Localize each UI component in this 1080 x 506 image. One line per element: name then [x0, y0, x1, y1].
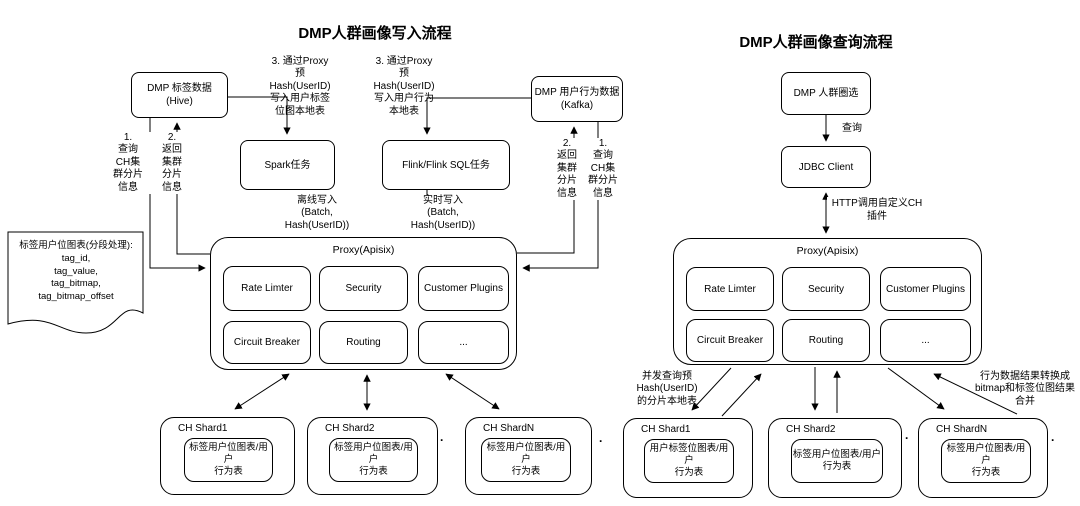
kafka-node: DMP 用户行为数据 (Kafka) [531, 76, 623, 122]
edge-shard1-proxy-query-up [721, 373, 762, 417]
tag-bitmap-note: 标签用户位图表(分段处理): tag_id, tag_value, tag_bi… [19, 240, 133, 303]
shard-name: CH Shard1 [641, 424, 691, 435]
shard-table: 标签用户位图表/用户 行为表 [184, 438, 273, 482]
plugin-customer-plugins-write: Customer Plugins [418, 266, 509, 311]
shard-table: 标签用户位图表/用户 行为表 [941, 439, 1031, 483]
label-realtime-write: 实时写入 (Batch, Hash(UserID)) [403, 195, 483, 233]
shard-table: 标签用户位图表/用户 行为表 [481, 438, 571, 482]
ch-shardn-write: CH ShardN 标签用户位图表/用户 行为表 [465, 417, 592, 495]
ch-shardn-query: CH ShardN 标签用户位图表/用户 行为表 [918, 418, 1048, 498]
shard-name: CH Shard1 [178, 423, 228, 434]
spark-node: Spark任务 [240, 140, 335, 190]
hive-node: DMP 标签数据 (Hive) [131, 72, 228, 118]
shard-name: CH Shard2 [786, 424, 836, 435]
edge-hive-to-spark [228, 96, 291, 135]
proxy-container-query: Proxy(Apisix) Rate Limter Security Custo… [673, 238, 982, 365]
label-return-shards-left: 2. 返回 集群 分片 信息 [150, 132, 194, 195]
shard-ellipsis: . [599, 431, 603, 445]
crowd-select-node: DMP 人群圈选 [781, 72, 871, 115]
query-flow-title: DMP人群画像查询流程 [739, 34, 893, 51]
edge-shardn-proxy-query-up [933, 373, 1018, 415]
plugin-security-query: Security [782, 267, 870, 311]
plugin-security-write: Security [319, 266, 408, 311]
shard-name: CH Shard2 [325, 423, 375, 434]
edge-proxy-shard1-write [234, 373, 290, 410]
shard-table: 用户标签位图表/用户 行为表 [644, 439, 734, 483]
edge-kafka-to-flink [423, 97, 531, 135]
plugin-routing-query: Routing [782, 319, 870, 362]
write-flow-title: DMP人群画像写入流程 [298, 25, 452, 42]
plugin-customer-plugins-query: Customer Plugins [880, 267, 971, 311]
plugin-rate-limiter-query: Rate Limter [686, 267, 774, 311]
ch-shard1-write: CH Shard1 标签用户位图表/用户 行为表 [160, 417, 295, 495]
label-offline-write: 离线写入 (Batch, Hash(UserID)) [277, 195, 357, 233]
edge-proxy-shard1-query-down [691, 367, 732, 411]
label-concurrent-query: 并发查询预 Hash(UserID) 的分片本地表 [636, 371, 698, 407]
plugin-routing-write: Routing [319, 321, 408, 364]
shard-ellipsis: . [440, 430, 444, 444]
shard-table: 标签用户位图表/用户 行为表 [791, 439, 883, 483]
label-query-shards-left: 1. 查询 CH集 群分片 信息 [106, 132, 150, 195]
proxy-title-query: Proxy(Apisix) [796, 245, 859, 257]
label-query-shards-right: 1. 查询 CH集 群分片 信息 [581, 138, 625, 201]
note-document-shape [7, 231, 144, 334]
ch-shard2-query: CH Shard2 标签用户位图表/用户 行为表 [768, 418, 902, 498]
label-merge-result: 行为数据结果转换成 bitmap和标签位图结果 合并 [974, 371, 1075, 407]
shard-name: CH ShardN [483, 423, 535, 434]
shard-ellipsis: . [1051, 430, 1055, 444]
label-http-plugin: HTTP调用自定义CH 插件 [827, 197, 927, 223]
plugin-more-query: ... [880, 319, 971, 362]
shard-table: 标签用户位图表/用户 行为表 [329, 438, 418, 482]
ch-shard1-query: CH Shard1 用户标签位图表/用户 行为表 [623, 418, 753, 498]
jdbc-client-node: JDBC Client [781, 146, 871, 188]
label-query: 查询 [842, 123, 862, 134]
label-write-behavior: 3. 通过Proxy 预 Hash(UserID) 写入用户行为 本地表 [373, 56, 435, 117]
proxy-title-write: Proxy(Apisix) [332, 244, 395, 256]
flink-node: Flink/Flink SQL任务 [382, 140, 510, 190]
proxy-container-write: Proxy(Apisix) Rate Limter Security Custo… [210, 237, 517, 370]
shard-ellipsis: . [905, 428, 909, 442]
edge-proxy-shardn-write [445, 373, 500, 410]
plugin-more-write: ... [418, 321, 509, 364]
shard-name: CH ShardN [936, 424, 988, 435]
plugin-circuit-breaker-query: Circuit Breaker [686, 319, 774, 362]
plugin-circuit-breaker-write: Circuit Breaker [223, 321, 311, 364]
label-write-tag-bitmap: 3. 通过Proxy 预 Hash(UserID) 写入用户标签 位图本地表 [269, 56, 331, 117]
ch-shard2-write: CH Shard2 标签用户位图表/用户 行为表 [307, 417, 438, 495]
edge-proxy-shardn-query-down [887, 367, 945, 410]
plugin-rate-limiter-write: Rate Limter [223, 266, 311, 311]
